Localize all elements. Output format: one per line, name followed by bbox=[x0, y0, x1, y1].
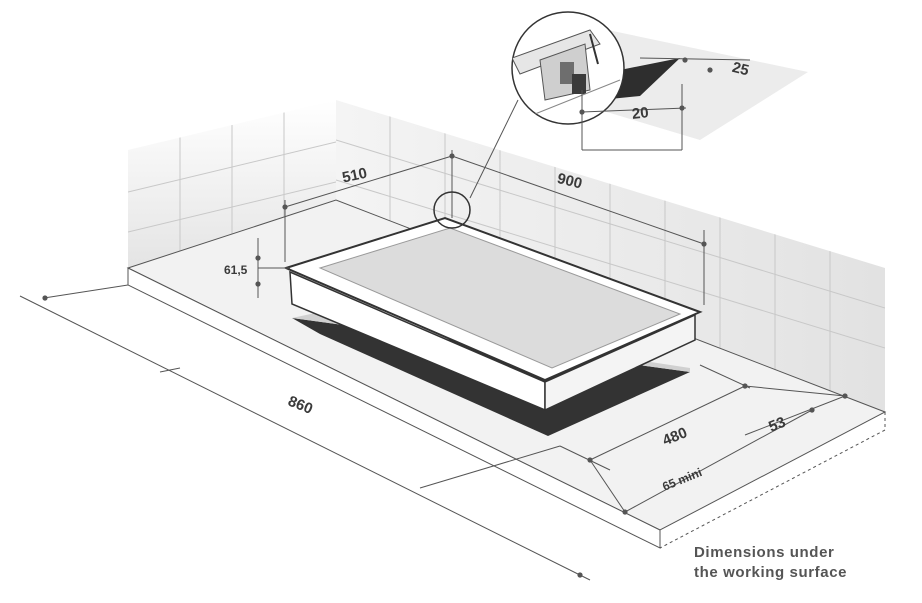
label-53: 53 bbox=[766, 414, 788, 436]
detail-marker bbox=[433, 191, 471, 229]
hob bbox=[283, 216, 703, 412]
detail-callout bbox=[433, 11, 808, 229]
label-20: 20 bbox=[631, 104, 649, 123]
label-61-5: 61,5 bbox=[224, 263, 248, 277]
label-510: 510 bbox=[341, 165, 369, 187]
caption-line-2: the working surface bbox=[694, 564, 848, 581]
hob-glass bbox=[318, 227, 682, 369]
hob-front-right-side bbox=[544, 313, 696, 412]
label-860: 860 bbox=[286, 393, 316, 418]
detail-inset bbox=[511, 11, 625, 125]
label-900: 900 bbox=[555, 170, 583, 193]
caption-line-1: Dimensions under bbox=[694, 544, 835, 561]
dimension-lines bbox=[19, 150, 848, 581]
caption: Dimensions under the working surface bbox=[694, 543, 914, 583]
label-25: 25 bbox=[730, 59, 750, 80]
